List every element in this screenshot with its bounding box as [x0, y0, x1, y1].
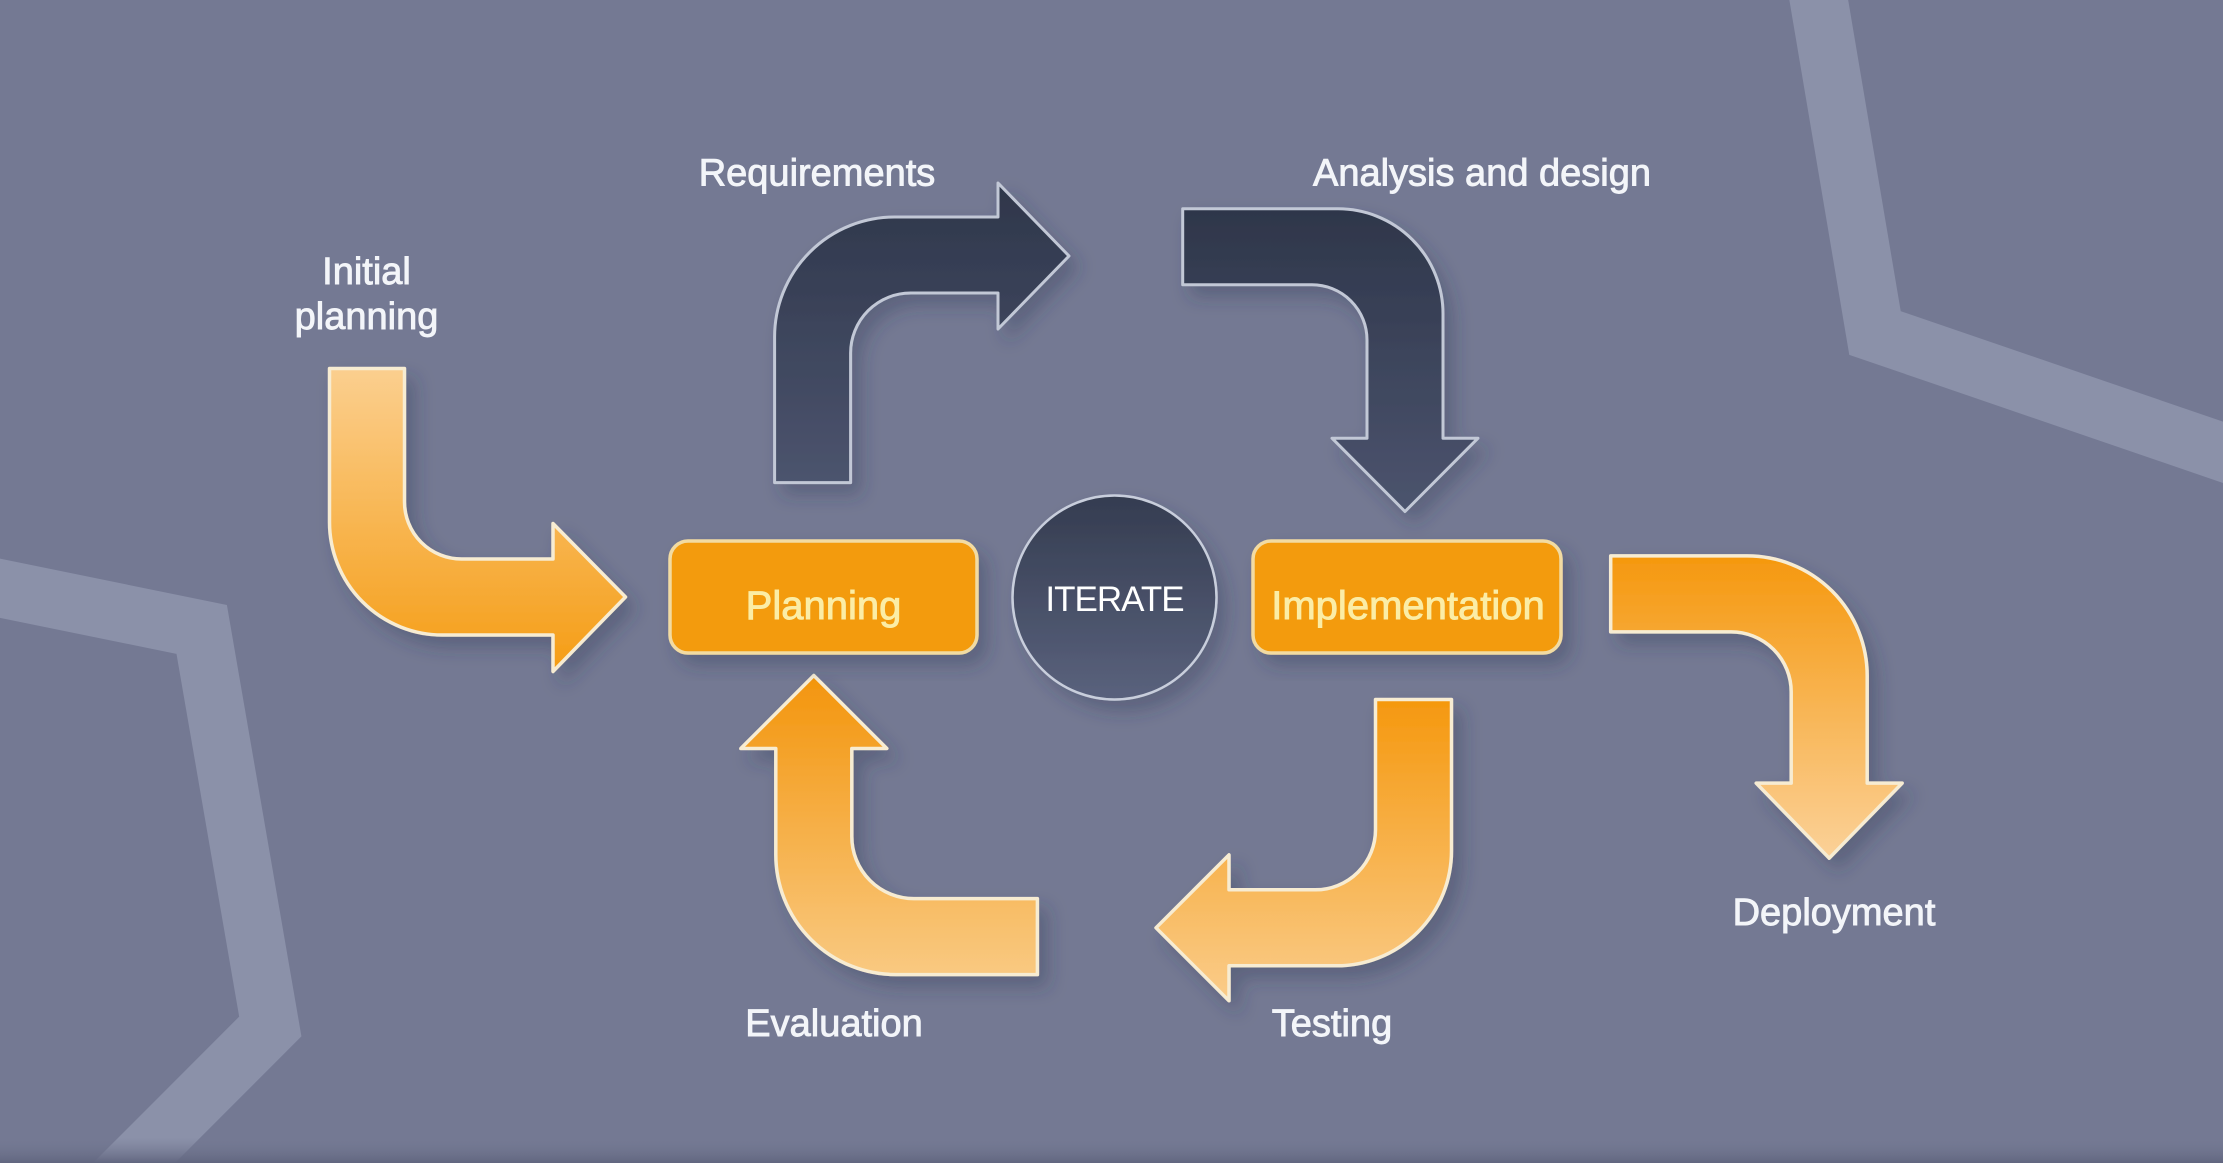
svg-text:planning: planning: [295, 296, 439, 338]
svg-text:Planning: Planning: [746, 584, 902, 628]
svg-text:Implementation: Implementation: [1271, 584, 1544, 628]
svg-text:Initial: Initial: [322, 251, 411, 293]
svg-text:ITERATE: ITERATE: [1045, 580, 1183, 619]
svg-text:Requirements: Requirements: [699, 153, 936, 195]
svg-text:Deployment: Deployment: [1733, 892, 1936, 934]
svg-text:Testing: Testing: [1272, 1003, 1392, 1045]
svg-text:Evaluation: Evaluation: [745, 1003, 922, 1045]
svg-text:Analysis and design: Analysis and design: [1313, 153, 1651, 195]
